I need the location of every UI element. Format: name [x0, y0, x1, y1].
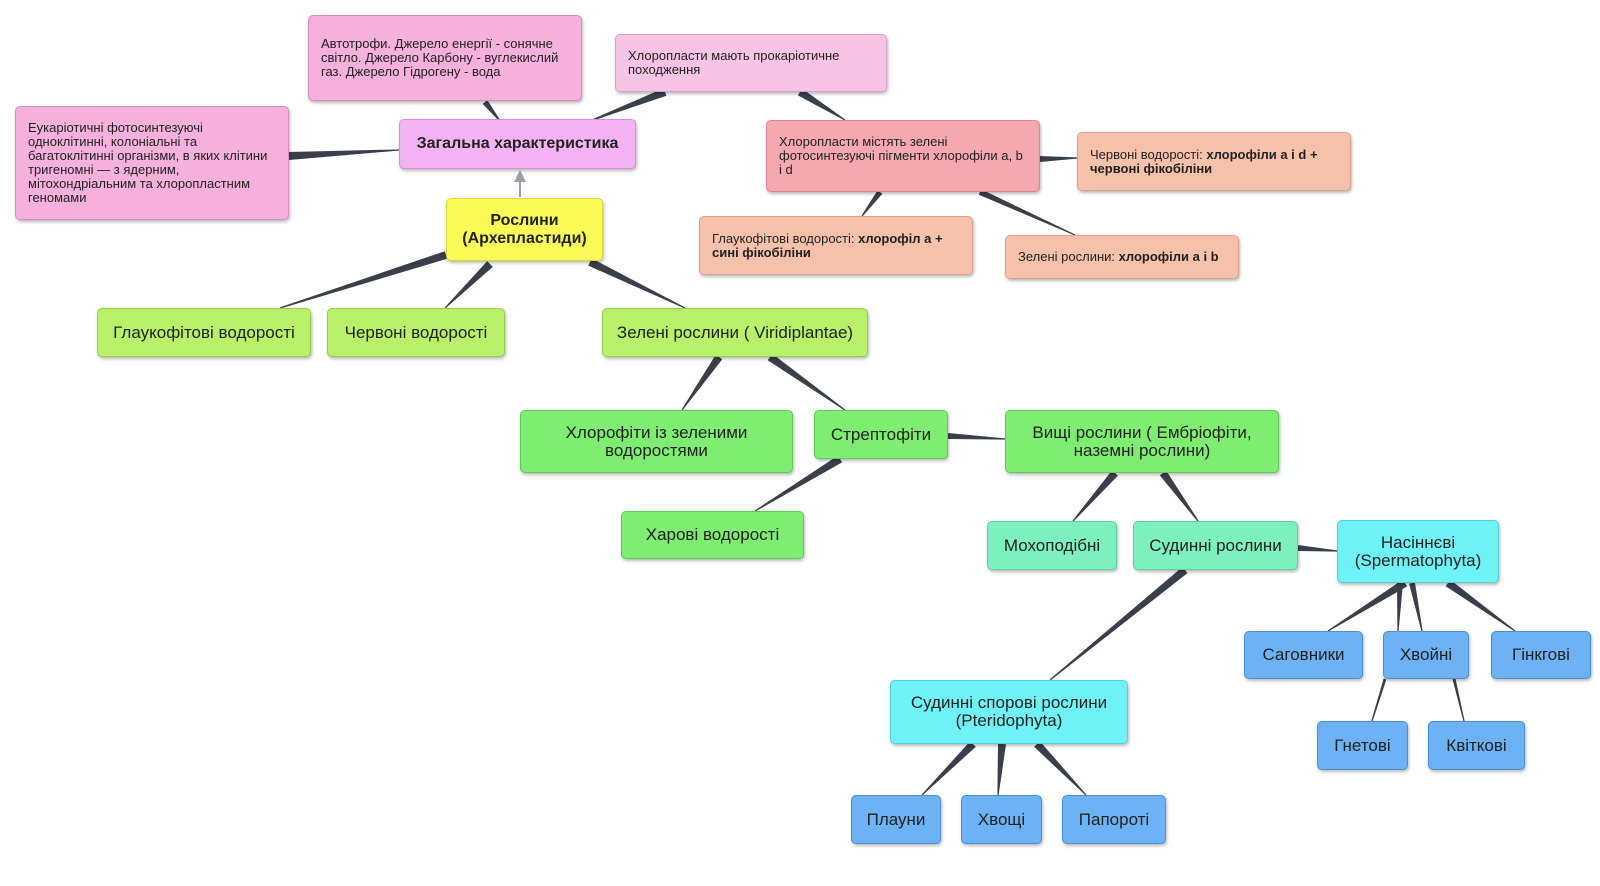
node-ferns[interactable]: Папороті: [1062, 795, 1166, 844]
node-red-pigments-prefix: Червоні водорості:: [1090, 146, 1207, 162]
node-ferns-text: Папороті: [1078, 809, 1150, 829]
node-ginkgo-text: Гінкгові: [1512, 645, 1570, 664]
node-lycopods[interactable]: Плауни: [851, 795, 941, 844]
node-angiosperms[interactable]: Квіткові: [1428, 721, 1525, 770]
node-green-pigments-bold: хлорофіли a і b: [1118, 249, 1219, 264]
node-bryophytes-text: Мохоподібні: [1003, 535, 1101, 555]
node-pteridophyta-text: Судинні спорові рослини (Pteridophyta): [910, 693, 1108, 730]
connector-line: [1452, 678, 1465, 722]
connector-line: [1072, 470, 1118, 522]
node-gnetales-text: Гнетові: [1334, 735, 1391, 755]
node-chloroplast-origin[interactable]: Хлоропласти мають прокаріотичне походжен…: [615, 34, 887, 92]
connector-line: [681, 354, 723, 411]
connector-line: [1409, 582, 1423, 632]
node-spermatophyta[interactable]: Насіннєві (Spermatophyta): [1337, 520, 1499, 583]
connector-line: [767, 353, 846, 411]
connector-line: [588, 258, 686, 309]
node-glauco-pigments[interactable]: Глаукофітові водорості: хлорофіл a + син…: [699, 216, 973, 275]
connector-line: [1034, 741, 1087, 796]
node-glaucophytes-text: Глаукофітові водорості: [113, 322, 295, 342]
connector-line: [997, 743, 1006, 795]
node-spermatophyta-text: Насіннєві (Spermatophyta): [1354, 532, 1482, 570]
node-streptophytes[interactable]: Стрептофіти: [814, 410, 948, 459]
node-eukaryotic-text: Еукаріотичні фотосинтезуючі одноклітинні…: [28, 120, 268, 205]
node-green-pigments[interactable]: Зелені рослини: хлорофіли a і b: [1005, 235, 1239, 279]
node-lycopods-text: Плауни: [866, 809, 926, 829]
node-glauco-pigments-text: Глаукофітові водорості: хлорофіл a + син…: [712, 230, 960, 260]
node-red-algae[interactable]: Червоні водорості: [327, 308, 505, 357]
node-higher-plants[interactable]: Вищі рослини ( Ембріофіти, наземні росли…: [1005, 410, 1279, 473]
connector-line: [947, 433, 1005, 440]
node-ginkgo[interactable]: Гінкгові: [1491, 631, 1591, 679]
node-red-pigments-text: Червоні водорості: хлорофіли a і d + чер…: [1090, 146, 1338, 176]
node-autotrophs[interactable]: Автотрофи. Джерело енергії - сонячне сві…: [308, 15, 582, 101]
node-glauco-pigments-prefix: Глаукофітові водорості:: [712, 230, 859, 246]
connector-line: [1327, 579, 1408, 632]
connector-line: [444, 261, 493, 309]
node-viridiplantae-text: Зелені рослини ( Viridiplantae): [616, 322, 854, 342]
connector-line: [1049, 566, 1188, 681]
node-viridiplantae[interactable]: Зелені рослини ( Viridiplantae): [602, 308, 868, 357]
node-green-pigments-prefix: Зелені рослини:: [1018, 249, 1119, 264]
node-glauco-pigments-bold: хлорофіл a + сині фікобіліни: [712, 230, 943, 260]
node-glaucophytes[interactable]: Глаукофітові водорості: [97, 308, 311, 357]
node-red-pigments-bold: хлорофіли a і d + червоні фікобіліни: [1090, 146, 1318, 176]
connector-line: [1297, 545, 1337, 552]
connector-line: [288, 149, 399, 160]
node-cycads[interactable]: Саговники: [1244, 631, 1363, 679]
connector-line: [1371, 678, 1387, 722]
node-eukaryotic[interactable]: Еукаріотичні фотосинтезуючі одноклітинні…: [15, 106, 289, 220]
node-horsetails-text: Хвощі: [977, 809, 1026, 829]
parent-arrow: [514, 170, 526, 197]
node-red-algae-text: Червоні водорості: [344, 322, 488, 342]
connector-lines: [279, 88, 1516, 796]
connector-line: [921, 741, 976, 796]
connector-line: [978, 189, 1076, 236]
connector-line: [279, 251, 448, 309]
node-red-pigments[interactable]: Червоні водорості: хлорофіли a і d + чер…: [1077, 132, 1351, 191]
node-chloroplast-pigments-text: Хлоропласти містять зелені фотосинтезуюч…: [779, 134, 1023, 177]
node-streptophytes-text: Стрептофіти: [830, 424, 932, 444]
node-chlorophytes-text: Хлорофіти із зеленими водоростями: [565, 422, 748, 460]
node-vascular-plants-text: Судинні рослини: [1149, 535, 1282, 555]
connector-line: [589, 88, 667, 122]
node-angiosperms-text: Квіткові: [1446, 735, 1507, 755]
connector-line: [482, 100, 501, 122]
connector-line: [861, 190, 883, 217]
connector-line: [1397, 582, 1403, 631]
node-green-pigments-text: Зелені рослини: хлорофіли a і b: [1018, 250, 1219, 264]
connector-line: [1445, 579, 1516, 632]
node-general-characteristics[interactable]: Загальна характеристика: [399, 119, 636, 169]
connector-line: [1159, 470, 1199, 522]
node-charophytes[interactable]: Харові водорості: [621, 511, 804, 559]
node-general-characteristics-text: Загальна характеристика: [416, 135, 619, 152]
connector-line: [754, 455, 843, 512]
node-vascular-plants[interactable]: Судинні рослини: [1133, 521, 1298, 570]
node-autotrophs-text: Автотрофи. Джерело енергії - сонячне сві…: [321, 36, 559, 79]
node-bryophytes[interactable]: Мохоподібні: [987, 521, 1117, 570]
node-pteridophyta[interactable]: Судинні спорові рослини (Pteridophyta): [890, 680, 1128, 744]
node-chloroplast-origin-text: Хлоропласти мають прокаріотичне походжен…: [628, 48, 840, 77]
node-chlorophytes[interactable]: Хлорофіти із зеленими водоростями: [520, 410, 793, 473]
node-conifers[interactable]: Хвойні: [1383, 631, 1469, 679]
node-cycads-text: Саговники: [1262, 645, 1345, 664]
connector-line: [1039, 156, 1077, 162]
connector-line: [797, 88, 846, 121]
node-gnetales[interactable]: Гнетові: [1317, 721, 1408, 770]
node-plants-root[interactable]: Рослини (Архепластиди): [446, 198, 603, 261]
node-charophytes-text: Харові водорості: [645, 525, 780, 544]
node-plants-root-text: Рослини (Архепластиди): [462, 211, 587, 247]
node-horsetails[interactable]: Хвощі: [961, 795, 1042, 844]
node-conifers-text: Хвойні: [1399, 645, 1453, 664]
node-chloroplast-pigments[interactable]: Хлоропласти містять зелені фотосинтезуюч…: [766, 120, 1040, 192]
node-higher-plants-text: Вищі рослини ( Ембріофіти, наземні росли…: [1032, 422, 1252, 460]
